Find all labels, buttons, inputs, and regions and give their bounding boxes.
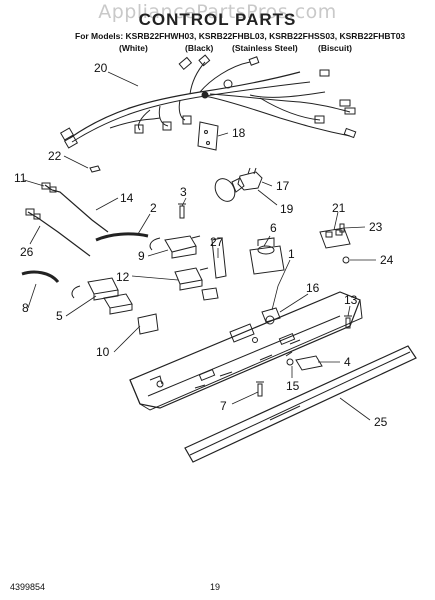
callout-3: 3 bbox=[180, 185, 187, 199]
callout-13: 13 bbox=[344, 293, 358, 307]
model-color-stainless: (Stainless Steel) bbox=[232, 43, 298, 53]
part-control-housing bbox=[129, 291, 363, 411]
part-screw-bottom bbox=[256, 381, 264, 397]
callout-12: 12 bbox=[116, 270, 130, 284]
callout-25: 25 bbox=[374, 415, 388, 429]
part-thermostat bbox=[249, 237, 285, 275]
callout-19: 19 bbox=[280, 202, 294, 216]
callout-26: 26 bbox=[20, 245, 34, 259]
callout-17: 17 bbox=[276, 179, 290, 193]
document-number: 4399854 bbox=[10, 582, 46, 592]
callout-labels: 20 18 22 17 11 3 14 2 21 23 19 6 26 27 9… bbox=[14, 61, 394, 429]
callout-23: 23 bbox=[369, 220, 383, 234]
callout-14: 14 bbox=[120, 191, 134, 205]
callout-6: 6 bbox=[270, 221, 277, 235]
part-label bbox=[201, 287, 219, 301]
leader-lines bbox=[23, 71, 376, 421]
model-list: For Models: KSRB22FHWH03, KSRB22FHBL03, … bbox=[75, 31, 406, 41]
callout-9: 9 bbox=[138, 249, 145, 263]
part-thermostat-bracket bbox=[319, 227, 351, 249]
part-clip bbox=[89, 165, 101, 173]
callout-4: 4 bbox=[344, 355, 351, 369]
callout-24: 24 bbox=[380, 253, 394, 267]
watermark: AppliancePartsPros.com bbox=[98, 1, 337, 23]
callout-11: 11 bbox=[14, 171, 27, 185]
part-light-bulb bbox=[214, 177, 245, 202]
callout-15: 15 bbox=[286, 379, 300, 393]
callout-2: 2 bbox=[150, 201, 157, 215]
part-sensor-lead bbox=[25, 208, 91, 257]
part-harness-bracket bbox=[261, 307, 281, 323]
part-mounting-plate bbox=[197, 121, 219, 151]
part-screw-right bbox=[344, 315, 352, 329]
part-tube bbox=[95, 232, 149, 242]
model-color-biscuit: (Biscuit) bbox=[318, 43, 352, 53]
part-insulation-plate bbox=[137, 313, 159, 335]
callout-22: 22 bbox=[48, 149, 62, 163]
part-switch-lower bbox=[103, 293, 133, 315]
callout-10: 10 bbox=[96, 345, 110, 359]
part-switch-right bbox=[285, 351, 323, 371]
part-thermistor-wire bbox=[41, 182, 109, 233]
part-wire-harness bbox=[59, 54, 357, 149]
part-trim-strip bbox=[184, 345, 417, 463]
part-lamp-socket bbox=[237, 167, 263, 191]
diagram-title: CONTROL PARTS bbox=[138, 10, 297, 29]
part-control-switch bbox=[174, 267, 209, 291]
part-switch bbox=[149, 235, 201, 259]
model-color-black: (Black) bbox=[185, 43, 214, 53]
callout-1: 1 bbox=[288, 247, 295, 261]
callout-16: 16 bbox=[306, 281, 320, 295]
callout-5: 5 bbox=[56, 309, 63, 323]
part-cover bbox=[211, 237, 227, 279]
part-screw bbox=[178, 203, 186, 219]
callout-8: 8 bbox=[22, 301, 29, 315]
callout-21: 21 bbox=[332, 201, 346, 215]
callout-18: 18 bbox=[232, 126, 246, 140]
callout-7: 7 bbox=[220, 399, 227, 413]
model-color-white: (White) bbox=[119, 43, 148, 53]
part-button bbox=[286, 358, 294, 366]
page-number: 19 bbox=[210, 582, 221, 592]
part-screw-small bbox=[339, 223, 345, 233]
part-hose bbox=[21, 270, 60, 284]
callout-20: 20 bbox=[94, 61, 108, 75]
part-clip-small bbox=[342, 256, 350, 264]
callout-27: 27 bbox=[210, 235, 224, 249]
